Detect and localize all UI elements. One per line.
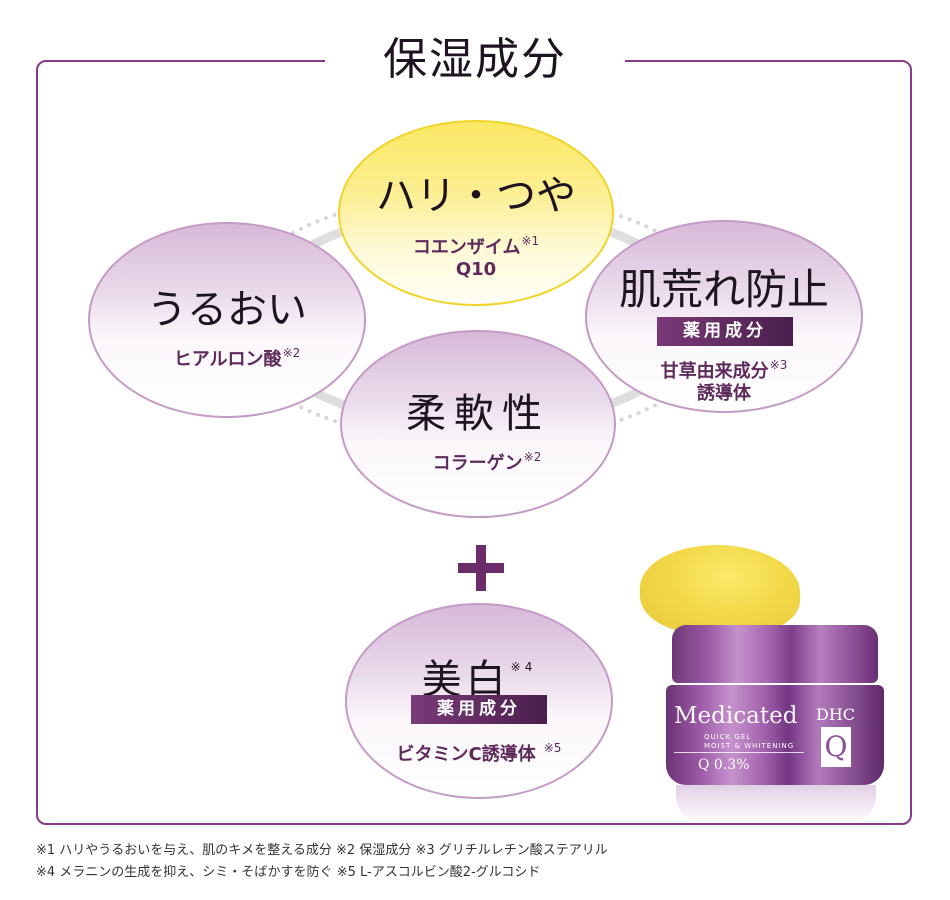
bubble-hadaare-title: 肌荒れ防止 [618, 265, 829, 314]
plus-icon [458, 545, 504, 591]
bubble-uruoi-title: うるおい [147, 287, 307, 333]
product-name: Medicated [674, 703, 798, 729]
bubble-juunan-ingredient: コラーゲン※2 [432, 450, 542, 474]
footnote-ref: ※1 [521, 234, 540, 248]
footnote-ref: ※5 [543, 741, 562, 755]
footnote-ref: ※2 [523, 450, 542, 464]
product-concentration: Q 0.3% [698, 757, 750, 773]
bubble-juunan-title: 柔軟性 [406, 391, 550, 437]
footnote-line: ※1 ハリやうるおいを与え、肌のキメを整える成分 ※2 保湿成分 ※3 グリチル… [36, 843, 608, 858]
footnote-ref: ※4 [510, 660, 537, 674]
bubble-uruoi-ingredient: ヒアルロン酸※2 [173, 346, 301, 370]
medicinal-ingredient-badge: 薬用成分 [411, 695, 547, 724]
q-logo-icon: Q [821, 727, 851, 767]
bubble-bihaku-ingredient: ビタミンC誘導体※5 [396, 741, 562, 765]
jar-reflection [676, 785, 876, 825]
footnotes: ※1 ハリやうるおいを与え、肌のキメを整える成分 ※2 保湿成分 ※3 グリチル… [36, 840, 608, 884]
label-divider [674, 752, 804, 753]
page-title: 保湿成分 [383, 34, 567, 85]
footnote-line: ※4 メラニンの生成を抑え、シミ・そばかすを防ぐ ※5 L-アスコルビン酸2-グ… [36, 865, 541, 880]
jar-lid [672, 625, 878, 683]
footnote-ref: ※3 [769, 358, 788, 372]
bubble-bihaku: 美白※4 薬用成分 ビタミンC誘導体※5 [345, 603, 613, 799]
bubble-juunan: 柔軟性 コラーゲン※2 [340, 330, 616, 518]
gel-dollop [640, 545, 800, 635]
title-gap [325, 54, 625, 68]
footnote-ref: ※2 [282, 346, 301, 360]
bubble-uruoi: うるおい ヒアルロン酸※2 [88, 222, 366, 418]
medicinal-ingredient-badge: 薬用成分 [657, 317, 793, 346]
bubble-hari-title: ハリ・つや [376, 173, 576, 219]
brand-logo: DHC [816, 705, 856, 724]
